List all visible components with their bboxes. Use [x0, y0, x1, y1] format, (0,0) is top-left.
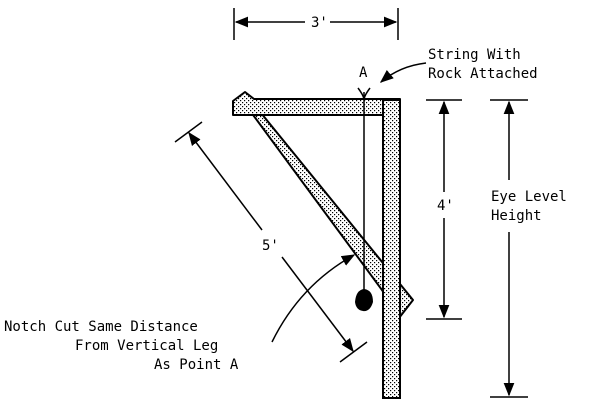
- notch-label-line1: Notch Cut Same Distance: [4, 319, 198, 335]
- eye-level-label-line1: Eye Level: [491, 189, 567, 205]
- notch-callout-arrow: [271, 254, 356, 343]
- diagonal-length-dimension: [174, 121, 368, 363]
- top-width-dimension: [233, 8, 399, 40]
- vertical-distance-label: 4': [437, 198, 454, 214]
- top-bar: [232, 91, 401, 116]
- string-label-line1: String With: [428, 47, 521, 63]
- string-callout-arrow: [379, 62, 427, 83]
- string-label-line2: Rock Attached: [428, 66, 538, 82]
- vertical-distance-dimension: [426, 99, 462, 320]
- eye-level-dimension: [490, 99, 528, 398]
- vertical-leg: [382, 99, 401, 399]
- rock-icon: [355, 289, 373, 312]
- eye-level-label-line2: Height: [491, 208, 542, 224]
- top-width-label: 3': [311, 15, 328, 31]
- point-a-label: A: [359, 65, 368, 81]
- diagonal-length-label: 5': [262, 238, 279, 254]
- notch-label-line3: As Point A: [154, 357, 239, 373]
- plumb-string: [357, 87, 371, 290]
- notch-label-line2: From Vertical Leg: [75, 338, 218, 354]
